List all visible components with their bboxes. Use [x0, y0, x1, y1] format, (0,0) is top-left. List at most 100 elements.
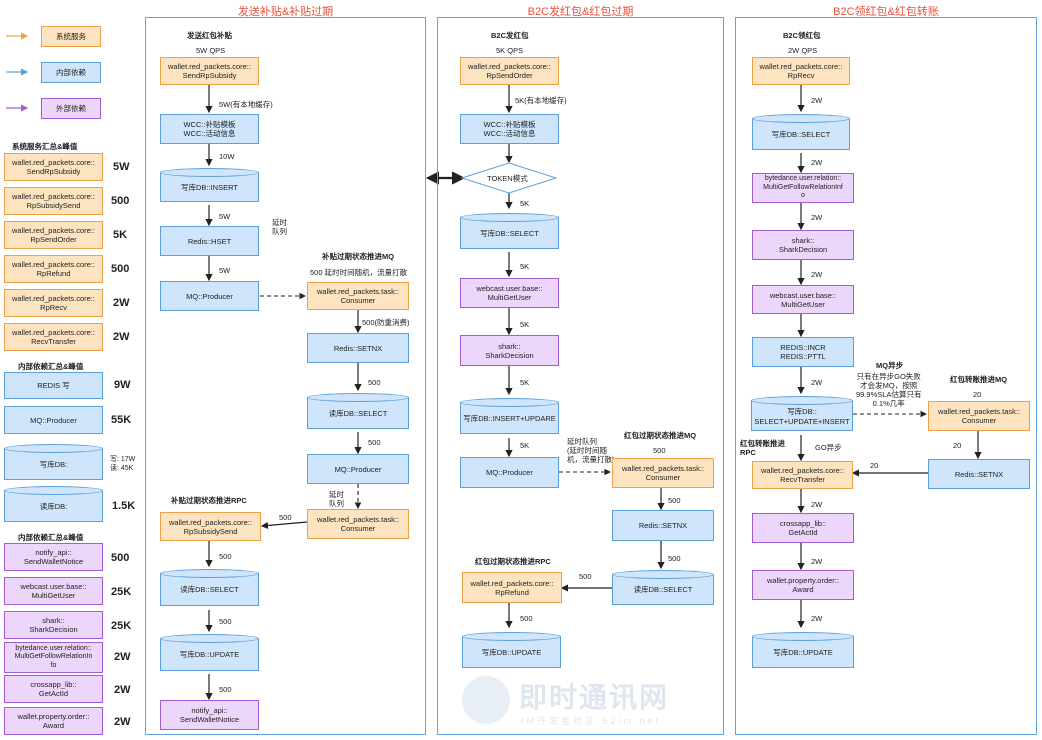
- p2-edge7: 500: [653, 446, 666, 455]
- summary-system-item: wallet.red_packets.core:: RpSendOrder: [4, 221, 103, 249]
- summary-redis: REDIS 写: [4, 372, 103, 399]
- p3-shark-decision: shark:: SharkDecision: [752, 230, 854, 260]
- p3-mq-title: 红包转账推进MQ: [950, 375, 1008, 384]
- summary-external-item: wallet.property.order:: Award: [4, 707, 103, 735]
- p1-delay-queue: 延时 队列: [272, 218, 287, 236]
- p1-qps: 5W QPS: [196, 46, 226, 55]
- p3-edge4: 2W: [811, 270, 823, 279]
- panel-send-subsidy: [145, 17, 426, 735]
- p2-qps: 5K QPS: [496, 46, 524, 55]
- summary-mq-value: 55K: [111, 414, 132, 426]
- summary-external-value: 25K: [111, 620, 132, 632]
- p1-edge4: 5W: [219, 266, 231, 275]
- p1-send-wallet-notice: notify_api:: SendWalletNotice: [160, 700, 259, 730]
- p1-edge7: 500: [368, 438, 381, 447]
- p3-edge1: 2W: [811, 96, 823, 105]
- summary-system-item: wallet.red_packets.core:: RpRefund: [4, 255, 103, 283]
- p2-db-insert-update: 写库DB::INSERT+UPDARE: [460, 398, 559, 438]
- panel-b2c-recv: [735, 17, 1037, 735]
- watermark-sub: IM开发者社区 52im.net: [521, 716, 662, 726]
- p3-task-consumer: wallet.red_packets.task:: Consumer: [928, 401, 1030, 431]
- p1-subtitle: 发送红包补贴: [187, 31, 232, 40]
- summary-db-write: 写库DB:: [4, 444, 103, 484]
- p3-db-update: 写库DB::UPDATE: [752, 632, 854, 672]
- summary-system-item: wallet.red_packets.core:: RpRecv: [4, 289, 103, 317]
- p2-subtitle: B2C发红包: [491, 31, 529, 40]
- summary-external-item: crossapp_lib:: GetActId: [4, 675, 103, 703]
- p2-edge10: 500: [579, 572, 592, 581]
- p2-token-label: TOKEN模式: [487, 174, 528, 183]
- p1-db-insert: 写库DB::INSERT: [160, 168, 259, 206]
- panel-b2c-send: [437, 17, 724, 735]
- p1-send-rp-subsidy: wallet.red_packets.core:: SendRpSubsidy: [160, 57, 259, 85]
- summary-db-read: 读库DB:: [4, 486, 103, 526]
- legend-external-dependency: 外部依赖: [41, 98, 101, 119]
- summary-system-value: 500: [111, 263, 130, 275]
- summary-external-value: 500: [111, 552, 130, 564]
- p2-rpc-title: 红包过期状态推进RPC: [475, 557, 551, 566]
- p3-recv-transfer: wallet.red_packets.core:: RecvTransfer: [752, 461, 853, 489]
- p3-redis-incr: REDIS::INCR REDIS::PTTL: [752, 337, 854, 367]
- p2-edge1: 5K(有本地缓存): [515, 96, 567, 105]
- p1-edge5: 500(防重消费): [362, 318, 410, 327]
- p1-mq-producer2: MQ::Producer: [307, 454, 409, 484]
- p3-edge3: 2W: [811, 213, 823, 222]
- summary-external-item: bytedance.user.relation:: MultiGetFollow…: [4, 642, 103, 673]
- p3-multi-get-user: webcast.user.base:: MultiGetUser: [752, 285, 854, 314]
- legend-internal-dependency: 内部依赖: [41, 62, 101, 83]
- summary-system-value: 500: [111, 195, 130, 207]
- p2-rp-refund: wallet.red_packets.core:: RpRefund: [462, 572, 562, 603]
- p1-db-update: 写库DB::UPDATE: [160, 634, 259, 675]
- summary-external-item: notify_api:: SendWalletNotice: [4, 543, 103, 571]
- p3-db-main: 写库DB:: SELECT+UPDATE+INSERT: [751, 396, 853, 435]
- summary-system-item: wallet.red_packets.core:: RpSubsidySend: [4, 187, 103, 215]
- p2-edge4: 5K: [520, 320, 530, 329]
- p3-edge6: 20: [973, 390, 982, 399]
- p3-redis-setnx: Redis::SETNX: [928, 459, 1030, 489]
- summary-system-item: wallet.red_packets.core:: RecvTransfer: [4, 323, 103, 351]
- p1-edge3: 5W: [219, 212, 231, 221]
- p3-edge2: 2W: [811, 158, 823, 167]
- p3-mq-async-note: 只有在异步GO失败 才会发MQ，按照 99.9%SLA估算只有 0.1%几率: [856, 372, 922, 408]
- p1-mq-producer: MQ::Producer: [160, 281, 259, 311]
- p1-delay-queue2: 延时 队列: [329, 490, 344, 508]
- summary-redis-value: 9W: [114, 379, 131, 391]
- p3-edge11: 2W: [811, 614, 823, 623]
- p1-edge10: 500: [219, 617, 232, 626]
- p3-follow-relation: bytedance.user.relation:: MultiGetFollow…: [752, 173, 854, 203]
- p1-edge9: 500: [219, 552, 232, 561]
- p2-db-select2: 读库DB::SELECT: [612, 570, 714, 609]
- p2-shark-decision: shark:: SharkDecision: [460, 335, 559, 366]
- p1-rp-subsidy-send: wallet.red_packets.core:: RpSubsidySend: [160, 512, 261, 541]
- p3-edge9: 2W: [811, 500, 823, 509]
- p3-get-act-id: crossapp_lib:: GetActId: [752, 513, 854, 543]
- p2-task-consumer: wallet.red_packets.task:: Consumer: [612, 458, 714, 488]
- p1-mq-title: 补贴过期状态推进MQ: [322, 252, 395, 261]
- internal-summary-title: 内部依赖汇总&峰值: [18, 362, 84, 371]
- p2-edge8: 500: [668, 496, 681, 505]
- summary-system-value: 2W: [113, 297, 130, 309]
- summary-external-item: shark:: SharkDecision: [4, 611, 103, 639]
- summary-external-value: 2W: [114, 684, 131, 696]
- summary-system-value: 2W: [113, 331, 130, 343]
- p2-multi-get-user: webcast.user.base:: MultiGetUser: [460, 278, 559, 308]
- p3-go-async: GO异步: [815, 443, 842, 452]
- p3-edge10: 2W: [811, 557, 823, 566]
- p1-edge2: 10W: [219, 152, 235, 161]
- p2-edge3: 5K: [520, 262, 530, 271]
- watermark-logo: [462, 676, 510, 724]
- summary-db-read-value: 1.5K: [112, 500, 136, 512]
- p1-wcc: WCC::补贴模板 WCC::活动信息: [160, 114, 259, 144]
- summary-system-value: 5W: [113, 161, 130, 173]
- p3-rpc-title: 红包转账推进 RPC: [740, 439, 785, 457]
- summary-external-item: webcast.user.base:: MultiGetUser: [4, 577, 103, 605]
- panel-b2c-recv-title: B2C领红包&红包转账: [833, 6, 939, 18]
- external-summary-title: 内部依赖汇总&峰值: [18, 533, 84, 542]
- summary-db-write-value: 写: 17W 读: 45K: [110, 456, 136, 472]
- summary-mq: MQ::Producer: [4, 406, 103, 434]
- watermark-main: 即时通讯网: [519, 682, 670, 713]
- p1-edge11: 500: [219, 685, 232, 694]
- p1-task-consumer2: wallet.red_packets.task:: Consumer: [307, 509, 409, 539]
- p2-delay-queue: 延时队列 (延时时间随 机，流量打散): [567, 437, 615, 464]
